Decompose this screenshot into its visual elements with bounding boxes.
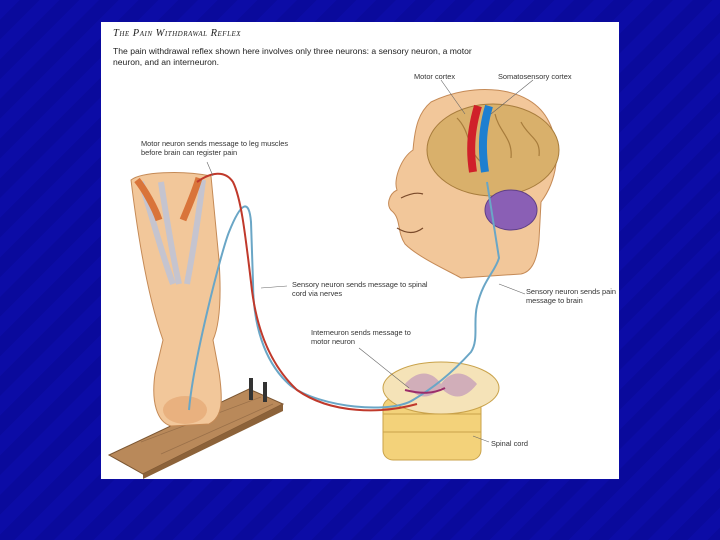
spinal-cord bbox=[382, 361, 500, 461]
interneuron-pathway bbox=[404, 387, 446, 394]
label-pointers bbox=[206, 79, 534, 443]
label-sensory-to-spinal-cord: Sensory neuron sends message to spinal c… bbox=[292, 280, 428, 298]
label-spinal-cord: Spinal cord bbox=[491, 439, 528, 448]
label-interneuron: Interneuron sends message to motor neuro… bbox=[311, 328, 411, 346]
figure-title: The Pain Withdrawal Reflex bbox=[113, 28, 242, 39]
reflex-figure: The Pain Withdrawal Reflex The pain with… bbox=[101, 22, 619, 479]
reflex-illustration bbox=[107, 79, 560, 479]
label-motor-cortex: Motor cortex bbox=[414, 72, 456, 81]
label-motor-neuron: Motor neuron sends message to leg muscle… bbox=[141, 139, 289, 157]
head-illustration bbox=[388, 88, 560, 279]
tack-icon bbox=[249, 378, 267, 402]
figure-caption: The pain withdrawal reflex shown here in… bbox=[113, 46, 472, 67]
motor-neuron-pathway bbox=[196, 172, 418, 412]
label-sensory-to-brain: Sensory neuron sends pain message to bra… bbox=[526, 287, 616, 305]
label-somatosensory-cortex: Somatosensory cortex bbox=[498, 72, 572, 81]
leg-illustration bbox=[130, 172, 222, 427]
